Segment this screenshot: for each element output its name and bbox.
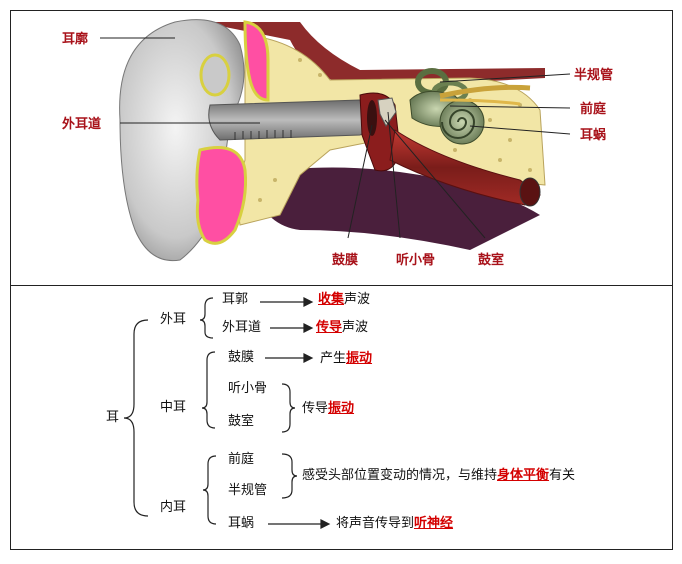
outer-canal-function: 传导声波 [316, 320, 369, 335]
label-cochlea: 耳蜗 [580, 127, 606, 143]
summary-root-ear: 耳 [106, 410, 120, 425]
ear-anatomy-diagram: 耳廓 外耳道 半规管 前庭 耳蜗 鼓膜 听小骨 鼓室 [61, 19, 613, 268]
ossicles-shape [377, 97, 397, 127]
label-tympanic-cavity: 鼓室 [478, 252, 504, 268]
ossicles-function-key: 振动 [328, 401, 355, 416]
outer-auricle-function: 收集声波 [318, 292, 371, 307]
label-ear-canal: 外耳道 [61, 116, 101, 132]
middle-tympanic: 鼓室 [228, 414, 255, 429]
label-semicircular-canals: 半规管 [574, 67, 613, 83]
outer-auricle: 耳郭 [222, 292, 249, 307]
inner-balance-function: 感受头部位置变动的情况，与维持身体平衡有关 [302, 468, 576, 483]
auricle-function-key: 收集 [318, 292, 345, 307]
inner-cochlea: 耳蜗 [228, 516, 255, 531]
cartilage-upper [243, 20, 270, 102]
outer-ear-title: 外耳 [160, 312, 187, 327]
inner-semicircular: 半规管 [228, 483, 268, 498]
inner-cochlea-function: 将声音传导到听神经 [336, 516, 454, 531]
section-divider [10, 285, 673, 286]
label-ossicles: 听小骨 [396, 252, 435, 268]
canal-function-key: 传导 [316, 320, 343, 335]
middle-eardrum: 鼓膜 [228, 350, 255, 365]
cartilage-lower [195, 146, 247, 245]
middle-ossicles-tympanic-function: 传导振动 [302, 401, 355, 416]
outer-frame [10, 10, 673, 550]
outer-canal: 外耳道 [222, 320, 262, 335]
inner-ear-shape [409, 68, 531, 145]
cochlea-function-key: 听神经 [414, 516, 454, 531]
inner-ear-title: 内耳 [160, 500, 187, 515]
eardrum-function-key: 振动 [346, 351, 373, 366]
label-eardrum: 鼓膜 [332, 252, 358, 268]
eardrum-shape [367, 100, 377, 136]
middle-ossicles: 听小骨 [228, 381, 268, 396]
label-auricle: 耳廓 [62, 31, 88, 47]
middle-eardrum-function: 产生振动 [320, 351, 373, 366]
inner-vestibule: 前庭 [228, 452, 255, 467]
middle-ear-title: 中耳 [160, 400, 187, 415]
upper-tissue [200, 22, 545, 88]
label-vestibule: 前庭 [580, 101, 607, 117]
balance-function-key: 身体平衡 [497, 468, 550, 483]
